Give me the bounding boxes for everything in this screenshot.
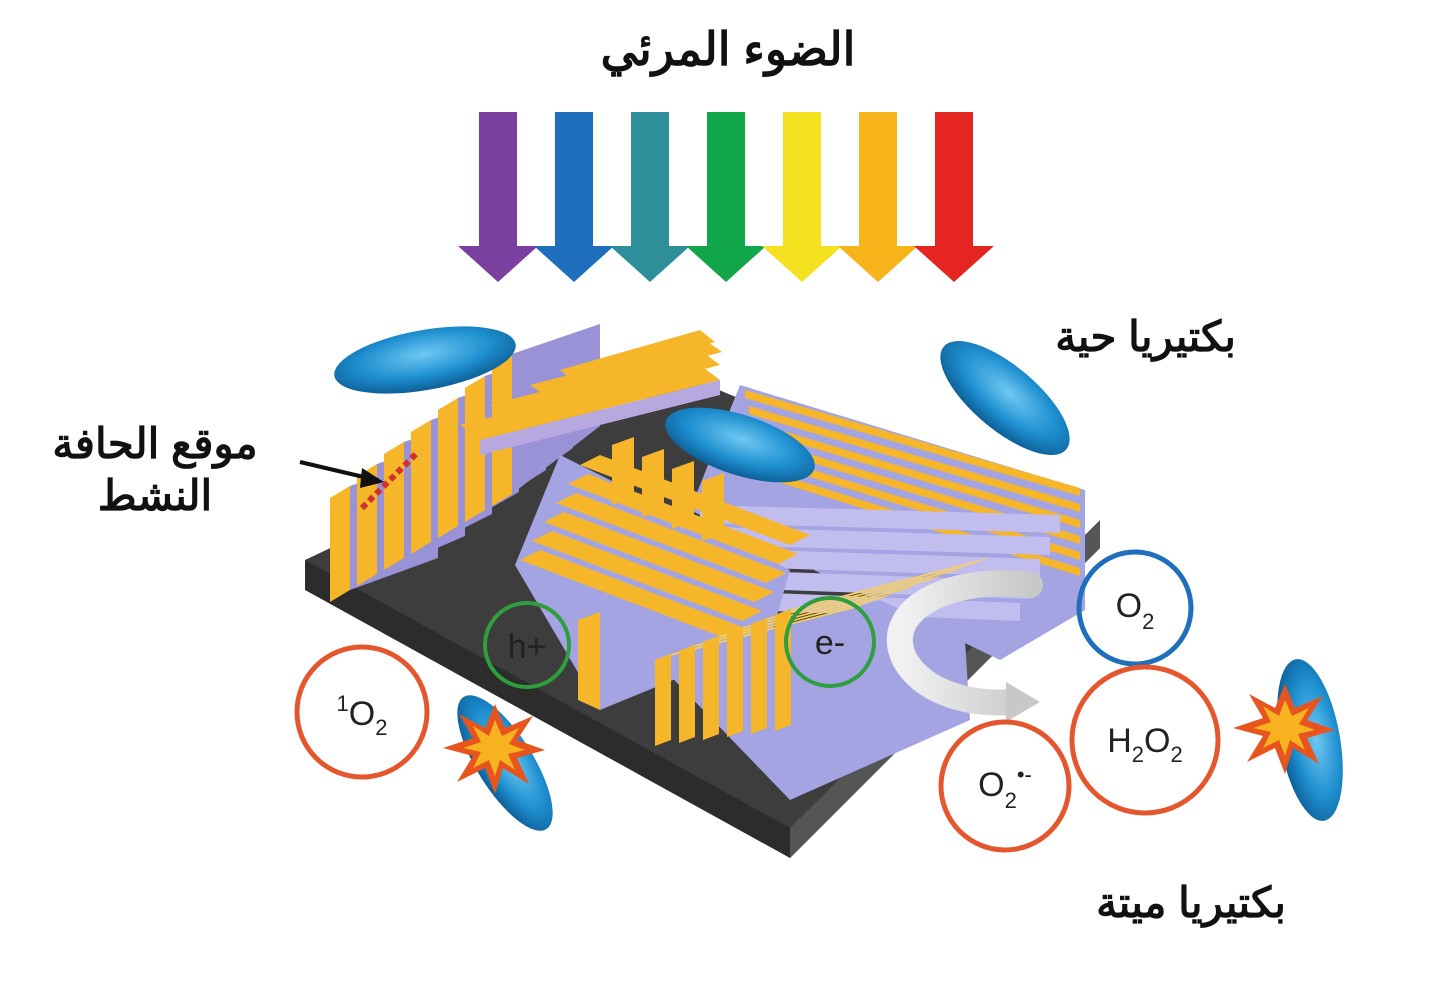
nanosheet [702,473,724,541]
nanosheet [679,645,695,743]
nanosheet [672,461,694,529]
light-arrow [458,112,538,282]
bacterium-dead-right [1277,659,1343,821]
oxygen-circle: O2 [1076,549,1194,667]
light-arrow [610,112,690,282]
nanosheet [578,612,600,710]
singlet-oxygen-formula: 1O2 [337,691,388,740]
light-arrow [762,112,842,282]
nanosheet [580,455,810,545]
active-edge-marker [359,449,421,511]
visible-light-arrows [458,112,994,282]
light-arrow [534,112,614,282]
live-bacteria-label: بكتيريا حية [1055,313,1236,360]
nanosheet [700,505,1060,533]
bacterium-live-top-left [334,326,516,394]
nanosheet [544,512,774,602]
light-arrow [838,112,918,282]
hole-label: h+ [508,628,547,666]
light-arrow [686,112,766,282]
nanosheet [703,636,719,740]
active-edge-label: موقع الحافة النشط [52,420,258,519]
electron-marker: e- [784,596,876,688]
nanosheet [775,557,991,615]
bacterium-live-center [665,407,815,483]
nanosheet [612,437,634,505]
explosion-icon [1233,684,1335,774]
hole-marker: h+ [483,601,571,689]
superoxide-circle: O2•- [938,719,1072,853]
nanosheet [520,550,750,640]
hydrogen-peroxide-circle: H2O2 [1069,664,1221,816]
nanosheet [642,449,664,517]
nanosheet [655,654,671,746]
electron-label: e- [815,624,845,662]
singlet-oxygen-circle: 1O2 [294,644,430,780]
nanosheet-stack-back [460,330,722,455]
electron-transfer-arrow [886,570,1043,722]
superoxide-formula: O2•- [978,762,1032,813]
bacterium-live-right [940,341,1070,455]
nanosheet [749,406,1080,512]
hydrogen-peroxide-formula: H2O2 [1107,722,1183,767]
edge-pointer-arrow [299,460,384,488]
nanosheet [727,627,743,737]
diagram-title: الضوء المرئي [600,23,856,75]
explosion-icon [443,704,545,794]
light-arrow [914,112,994,282]
nanosheet [556,493,786,583]
nanosheet-stack-center [515,437,810,710]
nanosheet [745,390,1080,496]
nanosheet [751,618,767,734]
dead-bacteria-label: بكتيريا ميتة [1096,879,1286,926]
nanosheet [761,454,1080,560]
nanosheet [753,422,1080,528]
nanosheet [751,566,967,624]
nanosheet [532,531,762,621]
nanosheet [736,549,1040,577]
oxygen-formula: O2 [1116,587,1155,634]
